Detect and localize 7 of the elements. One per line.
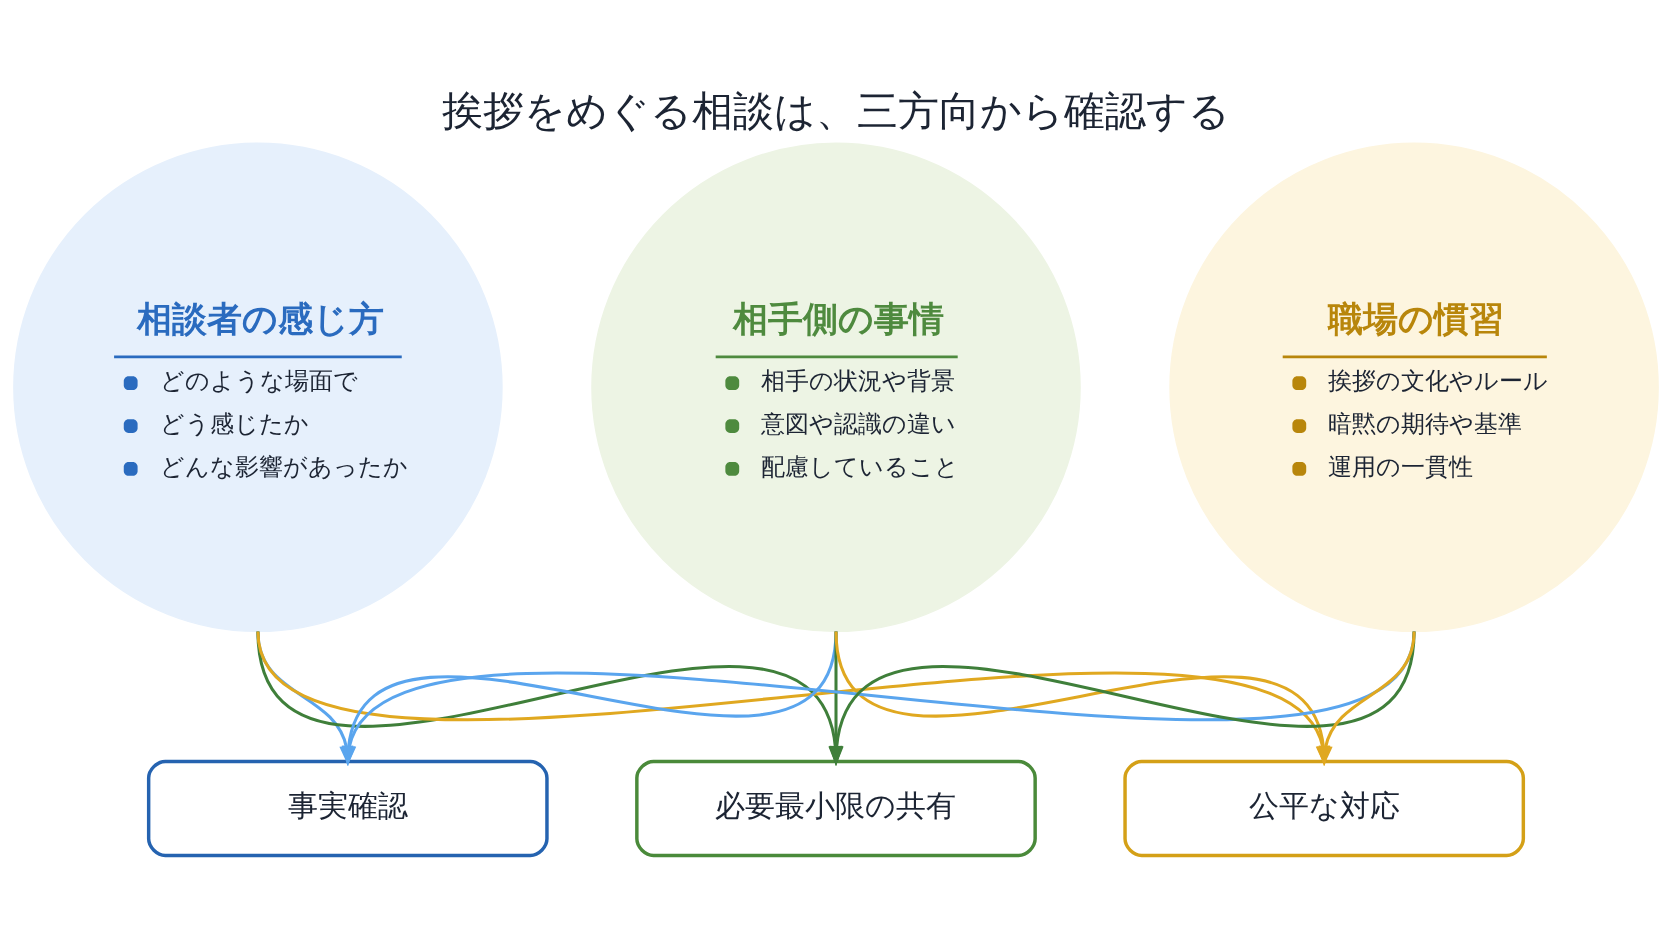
node-box: 公平な対応: [1123, 759, 1526, 857]
node-circle: 職場の慣習 挨拶の文化やルール 暗黙の期待や基準 運用の一貫性: [1169, 142, 1659, 632]
node-box: 必要最小限の共有: [635, 759, 1037, 857]
node-circle: 相手側の事情 相手の状況や背景 意図や認識の違い 配慮していること: [591, 142, 1081, 632]
node-box: 事実確認: [146, 759, 549, 857]
node-circle: 相談者の感じ方 どのような場面で どう感じたか どんな影響があったか: [13, 142, 503, 632]
diagram-title: 挨拶をめぐる相談は、三方向から確認する: [442, 85, 1230, 135]
